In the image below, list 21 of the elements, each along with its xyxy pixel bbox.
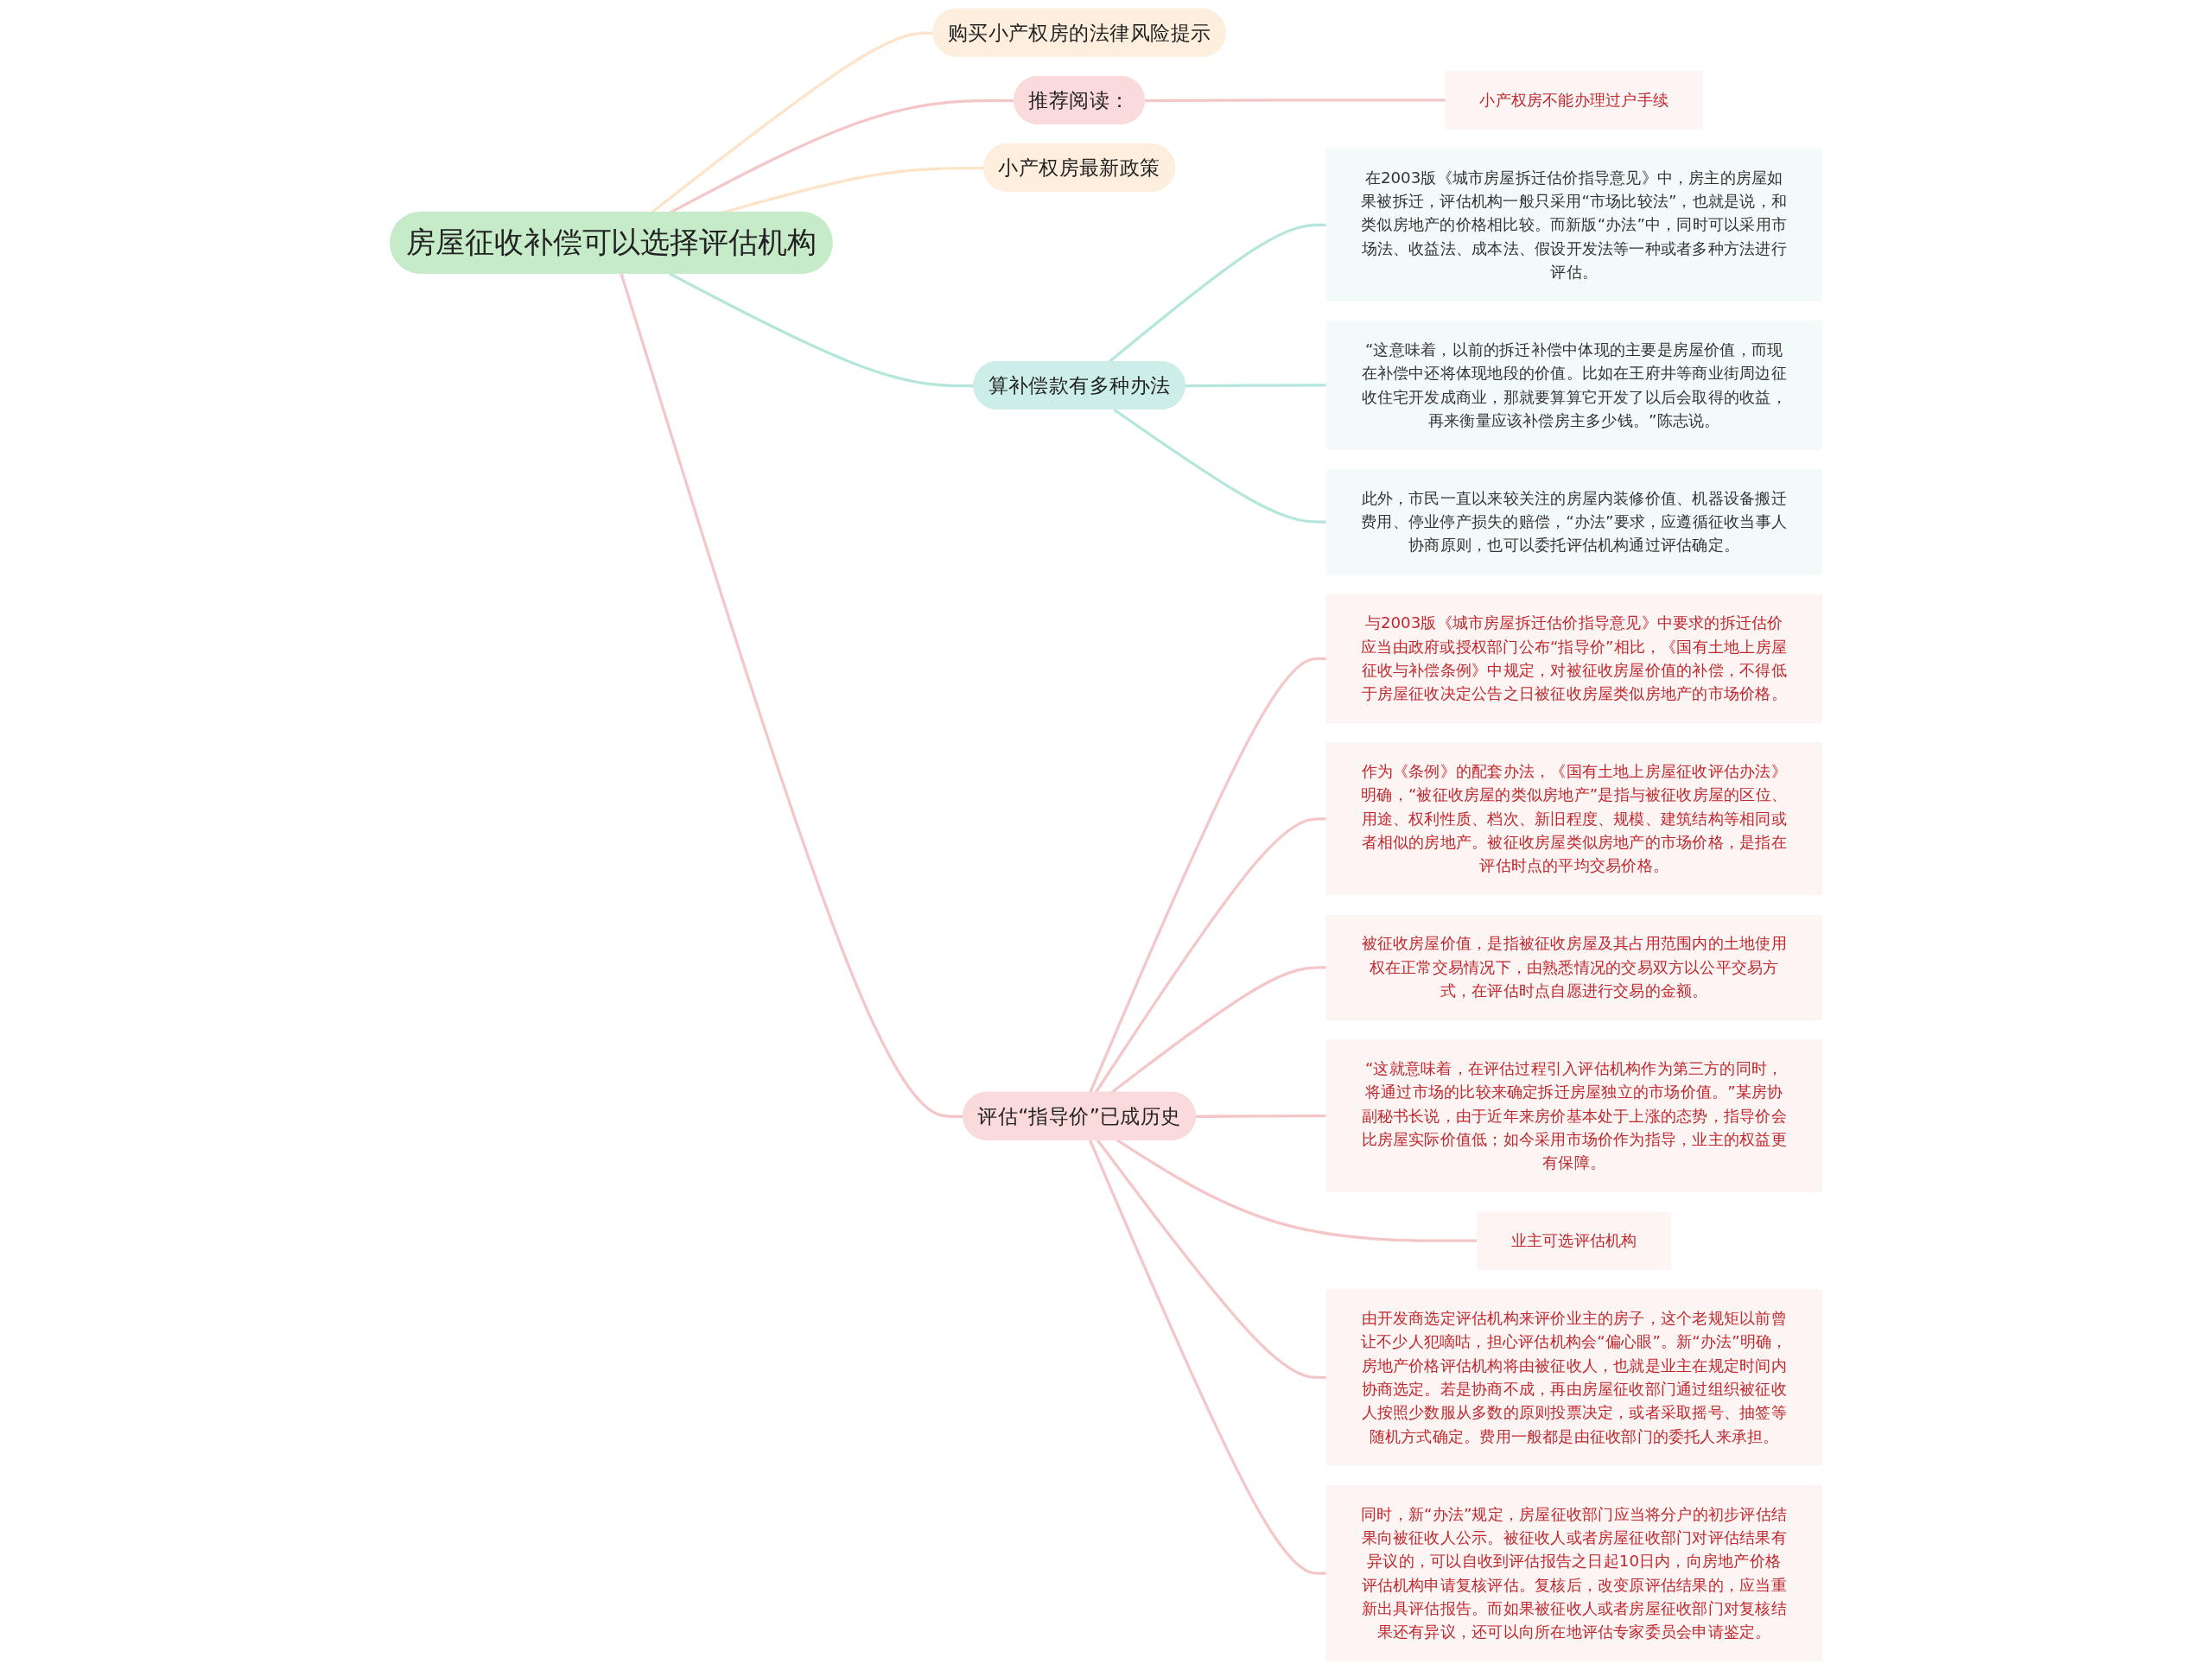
node-box: 小产权房不能办理过户手续 <box>1445 71 1703 130</box>
node-box: 在2003版《城市房屋拆迁估价指导意见》中，房主的房屋如果被拆迁，评估机构一般只采用“市场比较法”，也就是说，和类似房地产的价格相比较。而新版“办法”中，同时可以采用市场法、收益法、成本法、假设开发法等一种或者多种方法进行评估。 <box>1325 148 1822 302</box>
node-box: 被征收房屋价值，是指被征收房屋及其占用范围内的土地使用权在正常交易情况下，由熟悉情况的交易双方以公平交易方式，在评估时点自愿进行交易的金额。 <box>1325 914 1822 1020</box>
connector <box>1094 817 1327 1094</box>
node-box: 与2003版《城市房屋拆迁估价指导意见》中要求的拆迁估价应当由政府或授权部门公布“指导价”相比，《国有土地上房屋征收与补偿条例》中规定，对被征收房屋价值的补偿，不得低于房屋征收决定公告之日被征收房屋类似房地产的市场价格。 <box>1325 594 1822 724</box>
node-box: 同时，新“办法”规定，房屋征收部门应当将分户的初步评估结果向被征收人公示。被征收人或者房屋征收部门对评估结果有异议的，可以自收到评估报告之日起10日内，向房地产价格评估机构申请复核评估。复核后，改变原评估结果的，应当重新出具评估报告。而如果被征收人或者房屋征收部门对复核结果还有异议，还可以向所在地评估专家委员会申请鉴定。 <box>1325 1484 1822 1662</box>
connector <box>1185 384 1327 388</box>
node-box: “这意味着，以前的拆迁补偿中体现的主要是房屋价值，而现在补偿中还将体现地段的价值。比如在王府井等商业街周边征收住宅开发成商业，那就要算算它开发了以后会取得的收益，再来衡量应该补偿房主多少钱。”陈志说。 <box>1325 321 1822 450</box>
node-box: 业主可选评估机构 <box>1477 1211 1672 1271</box>
connector <box>1144 98 1446 103</box>
connector <box>1088 657 1327 1094</box>
node-box: 作为《条例》的配套办法，《国有土地上房屋征收评估办法》明确，“被征收房屋的类似房地产”是指与被征收房屋的区位、用途、权利性质、档次、新旧程度、规模、建筑结构等相同或者相似的房地产。被征收房屋类似房地产的市场价格，是指在评估时点的平均交易价格。 <box>1325 742 1822 896</box>
connector <box>1096 1139 1327 1380</box>
node-box: 此外，市民一直以来较关注的房屋内装修价值、机器设备搬迁费用、停业停产损失的赔偿，“办法”要求，应遵循征收当事人协商原则，也可以委托评估机构通过评估确定。 <box>1325 469 1822 575</box>
connector <box>1195 1114 1327 1118</box>
connector <box>669 272 975 388</box>
node-box: “这就意味着，在评估过程引入评估机构作为第三方的同时，将通过市场的比较来确定拆迁房屋独立的市场价值。”某房协副秘书长说，由于近年来房价基本处于上涨的态势，指导价会比房屋实际价值低；如今采用市场价作为指导，业主的权益更有保障。 <box>1325 1039 1822 1193</box>
node-box: 由开发商选定评估机构来评价业主的房子，这个老规矩以前曾让不少人犯嘀咕，担心评估机构会“偏心眼”。新“办法”明确，房地产价格评估机构将由被征收人，也就是业主在规定时间内协商选定。若是协商不成，再由房屋征收部门通过组织被征收人按照少数服从多数的原则投票决定，或者采取摇号、抽签等随机方式确定。费用一般都是由征收部门的委托人来承担。 <box>1325 1289 1822 1466</box>
connector <box>1113 408 1327 524</box>
connector <box>1088 1140 1327 1575</box>
connector <box>1116 1139 1478 1242</box>
